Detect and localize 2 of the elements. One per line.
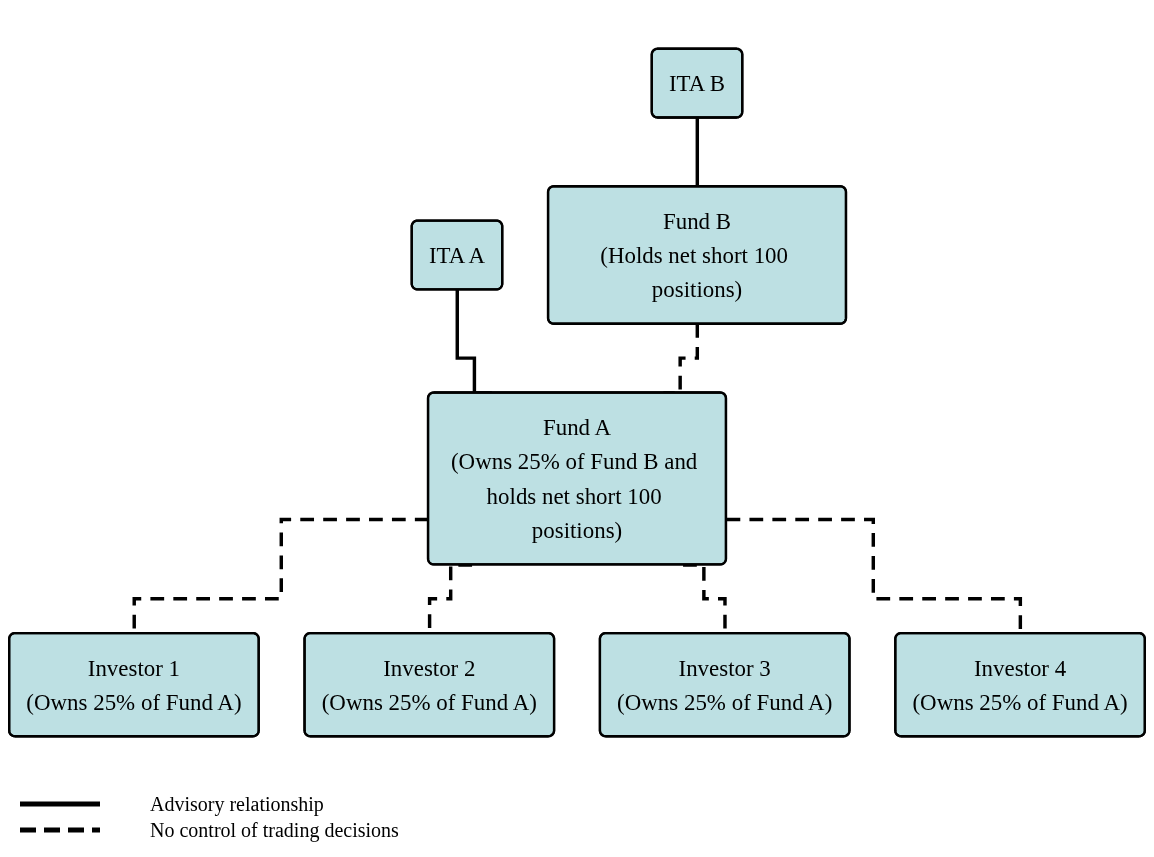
legend-text: Advisory relationship: [150, 792, 324, 816]
legend-text: No control of trading decisions: [150, 818, 399, 842]
